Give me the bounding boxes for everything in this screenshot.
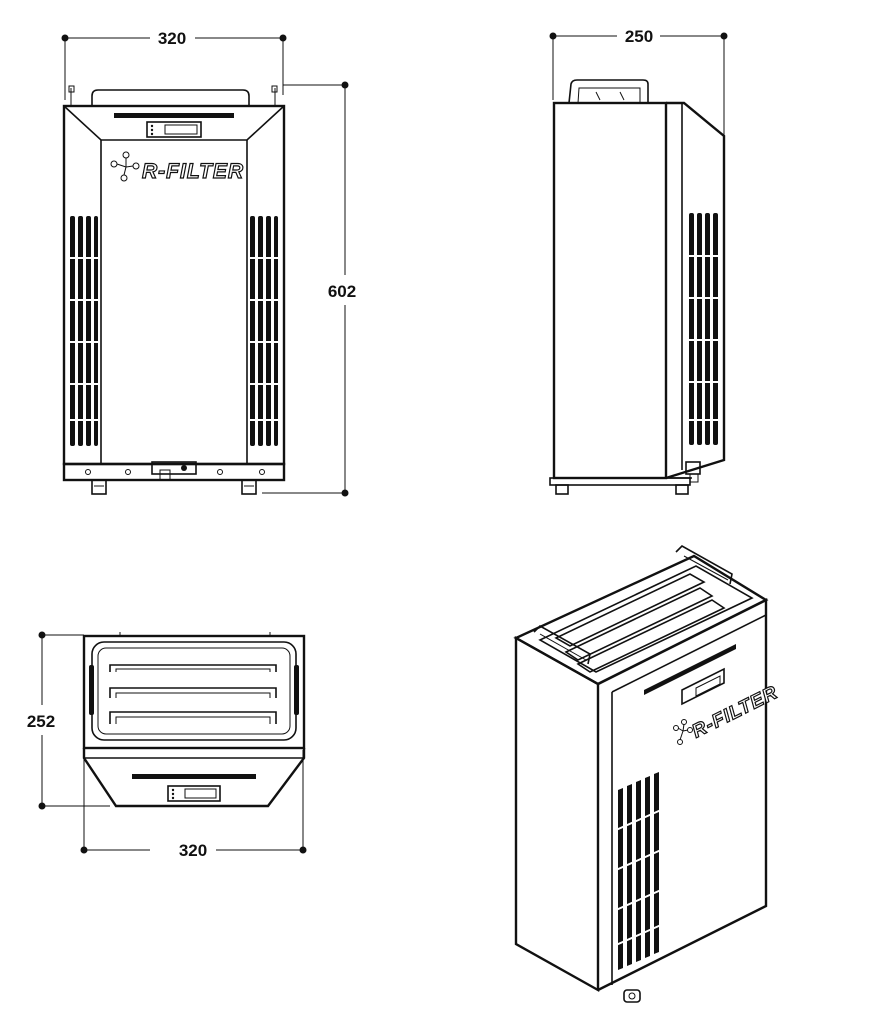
top-depth-dimension: 252: [27, 631, 110, 810]
side-foot-right: [675, 484, 689, 495]
side-vent: [687, 213, 720, 445]
front-label-strip: [114, 113, 234, 118]
iso-handle-front: [533, 625, 591, 665]
iso-front-vent: [615, 772, 662, 970]
top-depth-label: 252: [27, 712, 55, 731]
iso-top-face: [513, 554, 769, 686]
side-handle: [568, 79, 649, 104]
front-control-panel: [146, 121, 202, 138]
side-depth-dimension: 250: [549, 27, 728, 135]
front-foot-right: [241, 479, 257, 495]
side-body: [552, 101, 668, 480]
side-foot-left: [555, 484, 569, 495]
iso-foot: [623, 989, 641, 1003]
side-front-panel: [665, 101, 726, 480]
iso-handle-back: [675, 545, 733, 585]
top-grille: [109, 664, 277, 724]
brand-logo-front: R-FILTER: [110, 151, 244, 184]
top-label-strip: [132, 774, 256, 779]
top-front-panel: [82, 748, 306, 808]
top-width-dimension: 320: [80, 750, 307, 860]
top-control-panel: [167, 785, 221, 802]
top-view: 252 320: [27, 631, 307, 860]
iso-top-grille: [554, 573, 726, 673]
side-depth-label: 250: [625, 27, 653, 46]
front-right-vent: [248, 216, 280, 446]
front-handle: [91, 89, 250, 106]
top-width-label: 320: [179, 841, 207, 860]
front-width-dimension: 320: [61, 29, 287, 100]
front-height-label: 602: [328, 282, 356, 301]
iso-side-face: [514, 635, 600, 993]
iso-control-panel: [681, 667, 725, 706]
top-body: [82, 634, 306, 750]
brand-text-iso: R-FILTER: [689, 682, 782, 742]
side-view: 250: [549, 27, 728, 495]
front-width-label: 320: [158, 29, 186, 48]
front-left-vent: [68, 216, 100, 446]
front-base: [62, 462, 286, 482]
iso-label-strip: [644, 644, 736, 695]
brand-text-front: R-FILTER: [142, 160, 244, 183]
front-foot-left: [91, 479, 107, 495]
isometric-view: R-FILTER: [513, 545, 782, 1003]
front-view: 320 602: [61, 29, 356, 497]
top-handle: [91, 641, 297, 741]
front-height-dimension: 602: [262, 81, 356, 497]
